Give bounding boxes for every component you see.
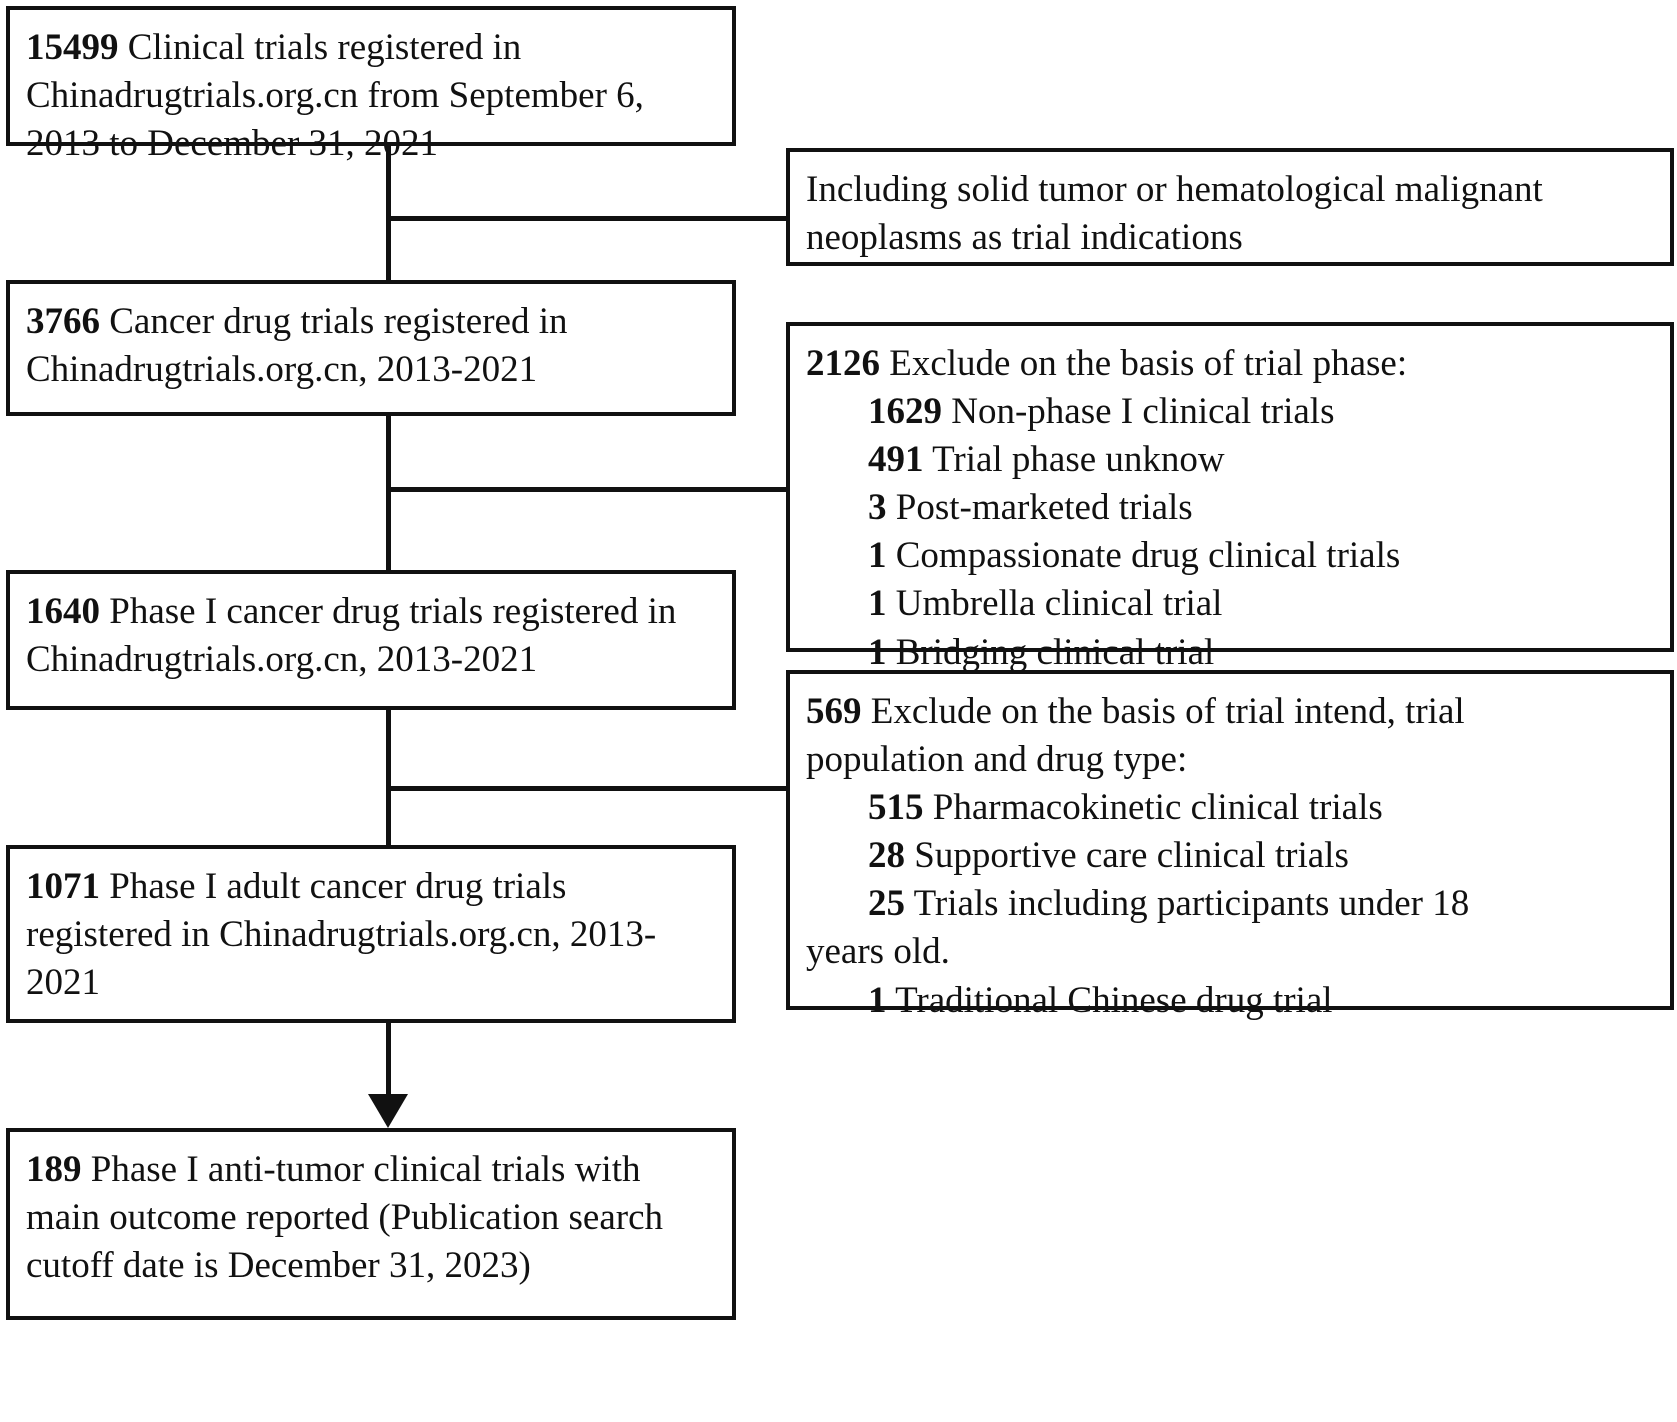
flow-box-phase1-adult: 1071 Phase I adult cancer drug trials re… [6,845,736,1023]
flow-line: Chinadrugtrials.org.cn, 2013-2021 [26,636,716,684]
side-line: 25 Trials including participants under 1… [806,880,1654,928]
line-text: Traditional Chinese drug trial [886,979,1333,1021]
line-text: population and drug type: [806,739,1188,781]
side-line: 515 Pharmacokinetic clinical trials [806,784,1654,832]
count-value: 1 [868,631,887,673]
count-value: 189 [26,1149,82,1190]
line-text: years old. [806,931,950,973]
count-value: 491 [868,439,924,481]
count-value: 1 [868,583,887,625]
count-value: 1629 [868,391,942,433]
line-text: Trials including participants under 18 [905,883,1470,925]
line-text: 2013 to December 31, 2021 [26,123,439,165]
flow-line: 3766 Cancer drug trials registered in [26,298,716,346]
line-text: Clinical trials registered in [118,27,522,68]
line-text: Exclude on the basis of trial intend, tr… [861,691,1465,732]
line-text: Trial phase unknow [923,439,1225,481]
arrowhead-icon [368,1094,408,1128]
side-line: neoplasms as trial indications [806,214,1654,262]
line-text: Supportive care clinical trials [905,835,1349,877]
flow-line: 2013 to December 31, 2021 [26,120,716,168]
count-value: 3 [868,487,887,529]
line-text: Non-phase I clinical trials [942,391,1335,433]
line-text: Cancer drug trials registered in [100,301,568,342]
line-text: 2021 [26,962,100,1004]
flow-line: 189 Phase I anti-tumor clinical trials w… [26,1146,716,1194]
count-value: 1640 [26,591,100,632]
flow-box-final-included: 189 Phase I anti-tumor clinical trials w… [6,1128,736,1320]
side-line: population and drug type: [806,736,1654,784]
connector-adult-to-final [386,1021,391,1103]
count-value: 3766 [26,301,100,342]
side-line: 569 Exclude on the basis of trial intend… [806,688,1654,736]
branch-to-exclude-trial-phase [386,487,788,492]
side-line: 491 Trial phase unknow [806,436,1654,484]
line-text: Umbrella clinical trial [886,583,1223,625]
count-value: 1 [868,979,887,1021]
side-line: 28 Supportive care clinical trials [806,832,1654,880]
side-line: Including solid tumor or hematological m… [806,166,1654,214]
count-value: 515 [868,787,924,829]
count-value: 1 [868,535,887,577]
line-text: neoplasms as trial indications [806,217,1243,259]
line-text: Phase I anti-tumor clinical trials with [81,1149,641,1190]
side-line: 1 Traditional Chinese drug trial [806,977,1654,1025]
flow-line: 1071 Phase I adult cancer drug trials [26,863,716,911]
flow-line: 15499 Clinical trials registered in [26,24,716,72]
flow-line: registered in Chinadrugtrials.org.cn, 20… [26,911,716,959]
flow-box-registered: 15499 Clinical trials registered in Chin… [6,6,736,164]
count-value: 15499 [26,27,119,68]
line-text: Bridging clinical trial [886,631,1215,673]
line-text: Chinadrugtrials.org.cn, 2013-2021 [26,349,538,391]
line-text: Post-marketed trials [886,487,1193,529]
branch-to-exclude-intend [386,786,788,791]
line-text: Exclude on the basis of trial phase: [880,343,1408,384]
line-text: Pharmacokinetic clinical trials [923,787,1383,829]
line-text: main outcome reported (Publication searc… [26,1197,664,1239]
flow-line: cutoff date is December 31, 2023) [26,1242,716,1290]
flow-line: 1640 Phase I cancer drug trials register… [26,588,716,636]
side-line: years old. [806,928,1654,976]
line-text: registered in Chinadrugtrials.org.cn, 20… [26,914,657,956]
side-line: 1 Bridging clinical trial [806,629,1654,677]
side-line: 1629 Non-phase I clinical trials [806,388,1654,436]
count-value: 25 [868,883,905,925]
connector-registered-to-cancer [386,146,391,282]
line-text: Including solid tumor or hematological m… [806,169,1543,210]
side-box-exclude-intend-population-drugtype: 569 Exclude on the basis of trial intend… [786,670,1674,1021]
line-text: cutoff date is December 31, 2023) [26,1245,531,1287]
count-value: 569 [806,691,862,732]
flow-box-phase1-cancer: 1640 Phase I cancer drug trials register… [6,570,736,710]
flow-line: Chinadrugtrials.org.cn, 2013-2021 [26,346,716,394]
flow-line: main outcome reported (Publication searc… [26,1194,716,1242]
side-line: 1 Umbrella clinical trial [806,580,1654,628]
flow-line: 2021 [26,959,716,1007]
flow-box-cancer-drug-trials: 3766 Cancer drug trials registered in Ch… [6,280,736,416]
side-box-inclusion-criteria: Including solid tumor or hematological m… [786,148,1674,266]
count-value: 2126 [806,343,880,384]
line-text: Phase I adult cancer drug trials [100,866,567,907]
flow-line: Chinadrugtrials.org.cn from September 6, [26,72,716,120]
branch-to-inclusion-criteria [386,216,788,221]
count-value: 1071 [26,866,100,907]
line-text: Phase I cancer drug trials registered in [100,591,677,632]
connector-cancer-to-phase1 [386,414,391,572]
side-line: 1 Compassionate drug clinical trials [806,532,1654,580]
count-value: 28 [868,835,905,877]
side-box-exclude-trial-phase: 2126 Exclude on the basis of trial phase… [786,322,1674,673]
line-text: Compassionate drug clinical trials [886,535,1401,577]
side-line: 2126 Exclude on the basis of trial phase… [806,340,1654,388]
line-text: Chinadrugtrials.org.cn, 2013-2021 [26,639,538,681]
connector-phase1-to-adult [386,708,391,847]
side-line: 3 Post-marketed trials [806,484,1654,532]
line-text: Chinadrugtrials.org.cn from September 6, [26,75,644,117]
